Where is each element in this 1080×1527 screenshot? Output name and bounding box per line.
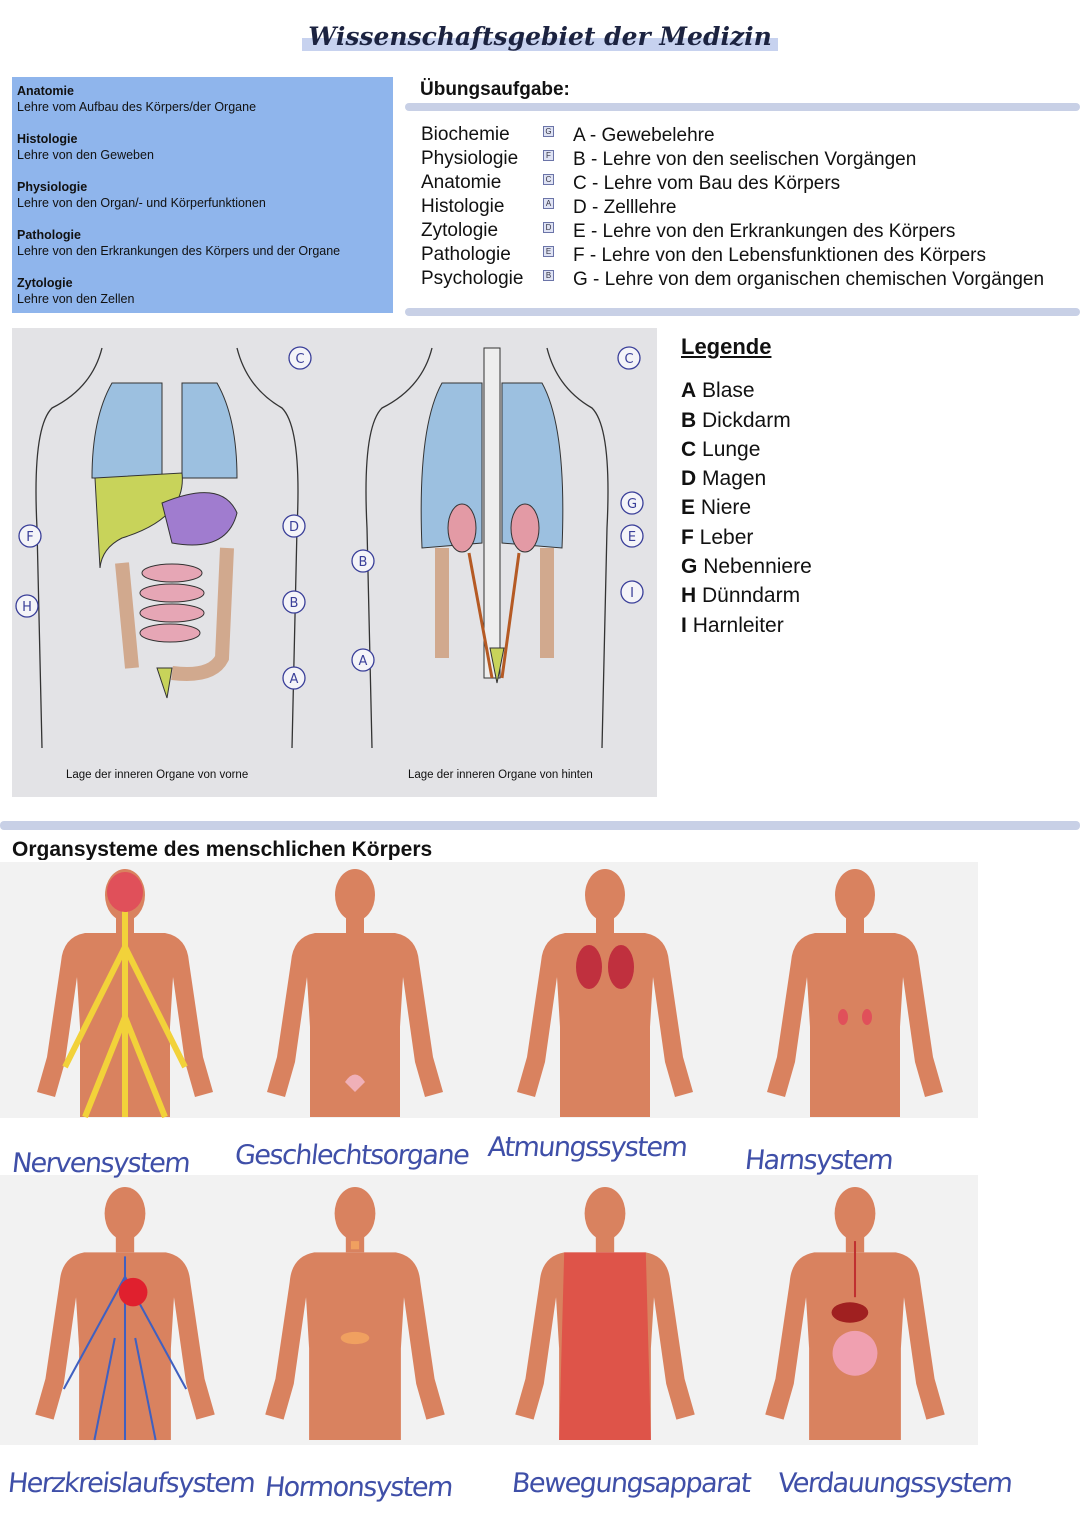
legend-item: I Harnleiter [681,613,784,637]
answer-box[interactable]: D [543,222,554,233]
definition-term: Physiologie [17,180,88,194]
label-bewegungsapparat: Bewegungsapparat [510,1468,752,1499]
svg-text:A: A [359,654,368,669]
caption-front: Lage der inneren Organe von vorne [66,769,249,781]
answer-box[interactable]: F [543,150,554,161]
divider [405,308,1080,316]
divider [405,103,1080,111]
legend-item: D Magen [681,467,767,491]
option: G - Lehre von dem organischen chemischen… [573,269,1045,290]
option: F - Lehre von den Lebensfunktionen des K… [573,245,986,266]
option: C - Lehre vom Bau des Körpers [573,173,841,194]
subject: Anatomie [421,172,502,193]
svg-text:B: B [290,596,299,611]
circulatory-system-figure [35,1187,215,1441]
systems-row-1 [0,862,978,1119]
subject: Physiologie [421,148,519,169]
definition-desc: Lehre von den Geweben [17,148,154,162]
label-geschlechtsorgane: Geschlechtsorgane [233,1140,470,1171]
svg-text:C: C [295,352,304,367]
definition-term: Histologie [17,132,78,146]
musculoskeletal-system-figure [515,1187,695,1440]
subject: Zytologie [421,220,499,241]
label-verdauungssystem: Verdauungssystem [776,1468,1014,1499]
definition-term: Pathologie [17,228,81,242]
legend-item: H Dünndarm [681,584,801,608]
organ-diagram: C C F D H B A B A G E I Lage der inneren Organe v… [12,328,657,797]
option: B - Lehre von den seelischen Vorgängen [573,149,917,170]
legend-item: B Dickdarm [681,408,791,432]
nervous-system-figure [37,869,213,1119]
label-nervensystem: Nervensystem [10,1148,191,1179]
digestive-system-figure [765,1187,945,1440]
urinary-system-figure [767,869,943,1117]
legend-item: G Nebenniere [681,555,812,579]
label-harnsystem: Harnsystem [743,1145,894,1176]
hormone-system-figure [265,1187,445,1440]
label-hormonsystem: Hormonsystem [263,1472,454,1503]
svg-text:A: A [290,672,299,687]
legend: Legende A Blase B Dickdarm C Lunge D Mag… [681,332,812,640]
answer-box[interactable]: G [543,126,554,137]
exercise-heading: Übungsaufgabe: [420,79,570,100]
answer-box[interactable]: B [543,270,554,281]
option: D - Zelllehre [573,197,677,218]
legend-item: C Lunge [681,437,761,461]
svg-text:C: C [624,352,633,367]
answer-box[interactable]: C [543,174,554,185]
answer-box[interactable]: A [543,198,554,209]
page-title: Wissenschaftsgebiet der Medizin [0,22,1080,51]
subject: Histologie [421,196,505,217]
section-title: Organsysteme des menschlichen Körpers [12,838,433,860]
legend-item: E Niere [681,496,752,520]
definition-desc: Lehre vom Aufbau des Körpers/der Organe [17,100,257,114]
reproductive-system-figure [267,869,443,1117]
option: E - Lehre von den Erkrankungen des Körpe… [573,221,956,242]
caption-back: Lage der inneren Organe von hinten [408,769,593,781]
definition-desc: Lehre von den Zellen [17,292,135,306]
svg-text:G: G [627,497,637,512]
exercise-subjects: Biochemie Physiologie Anatomie Histologi… [421,123,523,291]
legend-item: A Blase [681,379,755,403]
systems-row-2 [0,1175,978,1445]
definition-term: Zytologie [17,276,73,290]
definition-desc: Lehre von den Organ/- und Körperfunktion… [17,196,266,210]
answer-box[interactable]: E [543,246,554,257]
label-atmungssystem: Atmungssystem [486,1132,689,1163]
label-herzkreislaufsystem: Herzkreislaufsystem [6,1468,256,1499]
svg-text:E: E [628,530,636,545]
subject: Pathologie [421,244,511,265]
svg-text:B: B [359,555,368,570]
organ-illustration: C C F D H B A B A G E I [15,346,644,749]
definition-term: Anatomie [17,84,74,98]
svg-text:I: I [630,586,634,601]
legend-item: F Leber [681,525,754,549]
svg-text:H: H [22,600,32,615]
subject: Psychologie [421,268,524,289]
svg-text:D: D [289,520,299,535]
svg-text:F: F [26,530,33,545]
option: A - Gewebelehre [573,125,715,146]
legend-title: Legende [681,334,772,359]
definition-desc: Lehre von den Erkrankungen des Körpers u… [17,244,341,258]
respiratory-system-figure [517,869,693,1117]
answer-boxes: G F C A D E B [543,126,554,294]
section-divider [0,821,1080,830]
exercise-options: A - Gewebelehre B - Lehre von den seelis… [573,124,1044,292]
subject: Biochemie [421,124,510,145]
